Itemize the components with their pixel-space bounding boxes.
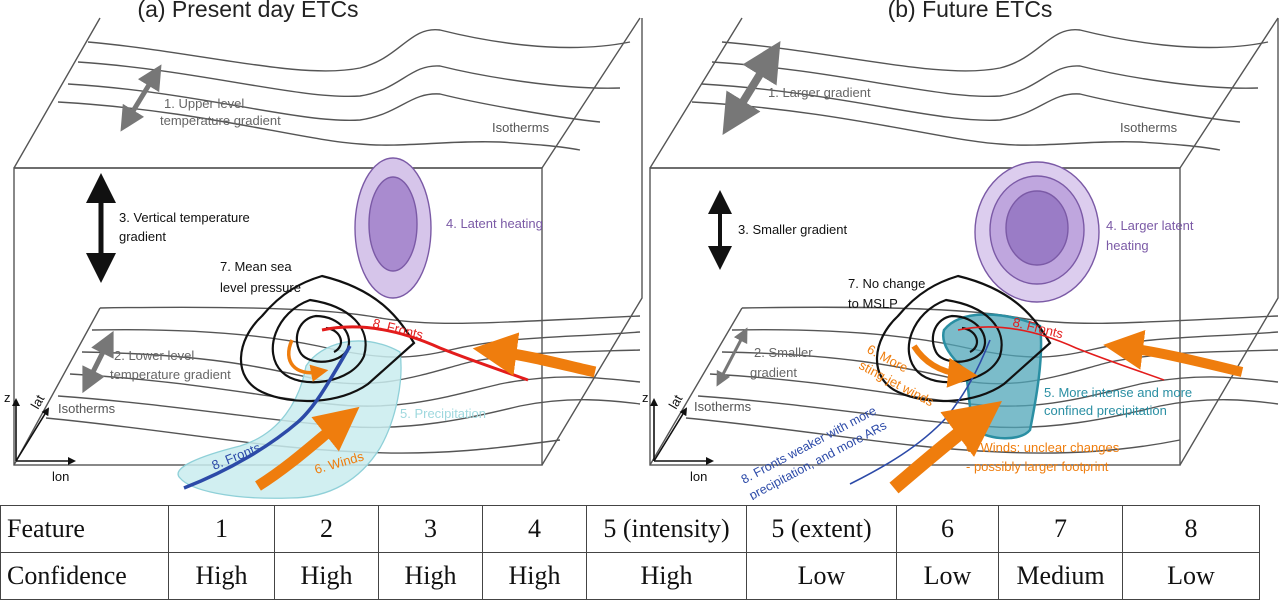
feature-cell: 5 (intensity) (586, 505, 747, 553)
isotherms-lower-label-b: Isotherms (694, 399, 752, 414)
upper-gradient-arrow-b (722, 40, 781, 136)
larger-latent-heating-blob (974, 161, 1100, 303)
f4-label: 4. Latent heating (446, 216, 543, 231)
confidence-cell: High (586, 552, 747, 600)
feature-cell: 1 (168, 505, 275, 553)
panel-a-title: (a) Present day ETCs (137, 0, 358, 22)
f1-label-b: 1. Larger gradient (768, 85, 871, 100)
isotherms-lower-label: Isotherms (58, 401, 116, 416)
f1-label-line1: 1. Upper level (164, 96, 244, 111)
lower-gradient-arrow (82, 330, 114, 394)
cold-front-blue (183, 345, 352, 490)
f7-label-b-line2: to MSLP (848, 296, 898, 311)
confidence-cell: Low (1122, 552, 1260, 600)
confidence-row: Confidence High High High High High Low … (0, 552, 1260, 600)
confidence-cell: High (482, 552, 587, 600)
etc-figure: (a) Present day ETCs 1. Upper level temp… (4, 0, 1279, 500)
jet-arrow-right-b (1103, 330, 1244, 377)
confidence-cell: High (378, 552, 483, 600)
confidence-row-label: Confidence (0, 552, 169, 600)
f6-winds-label-b-line2: - possibly larger footprint (966, 459, 1109, 474)
feature-cell: 7 (998, 505, 1123, 553)
axis-lon-label-a: lon (52, 469, 69, 484)
feature-cell: 4 (482, 505, 587, 553)
feature-cell: 6 (896, 505, 999, 553)
f7-label-line2: level pressure (220, 280, 301, 295)
f5-label-b-line2: confined precipitation (1044, 403, 1167, 418)
feature-cell: 3 (378, 505, 483, 553)
upper-gradient-arrow (120, 64, 162, 132)
f4-label-b-line1: 4. Larger latent (1106, 218, 1194, 233)
isotherms-upper-label-b: Isotherms (1120, 120, 1178, 135)
confidence-cell: Low (896, 552, 999, 600)
jet-arrow-right (472, 332, 597, 378)
upper-isotherms (13, 17, 641, 169)
feature-row-label: Feature (0, 505, 169, 553)
latent-heating-blob (354, 157, 432, 299)
feature-cell: 2 (274, 505, 379, 553)
conveyor-wind-arrow (255, 406, 360, 491)
f2-label-line1: 2. Lower level (114, 348, 194, 363)
axes-a (12, 398, 76, 465)
f2-label-b-line2: gradient (750, 365, 797, 380)
feature-cell: 5 (extent) (746, 505, 897, 553)
f7-label-b-line1: 7. No change (848, 276, 925, 291)
f3-label-line1: 3. Vertical temperature (119, 210, 250, 225)
f6-winds-label-b-line1: 6. Winds: unclear changes (966, 440, 1120, 455)
panel-b: (b) Future ETCs 1. Larger gradient Isoth… (642, 0, 1279, 500)
f7-label-line1: 7. Mean sea (220, 259, 292, 274)
f2-label-line2: temperature gradient (110, 367, 231, 382)
f1-label-line2: temperature gradient (160, 113, 281, 128)
lower-gradient-arrow-b (716, 327, 748, 387)
f5-label: 5. Precipitation (400, 406, 486, 421)
sting-jet-arrow (286, 339, 329, 382)
f4-label-b-line2: heating (1106, 238, 1149, 253)
f3-label-b: 3. Smaller gradient (738, 222, 847, 237)
axis-lon-label-b: lon (690, 469, 707, 484)
confidence-cell: High (168, 552, 275, 600)
isotherms-upper-label: Isotherms (492, 120, 550, 135)
confidence-cell: Medium (998, 552, 1123, 600)
axis-z-label-b: z (642, 390, 649, 405)
sting-jet-arrow-b (911, 344, 978, 388)
axes-b (650, 398, 714, 465)
panel-a: (a) Present day ETCs 1. Upper level temp… (4, 0, 643, 499)
confidence-cell: High (274, 552, 379, 600)
confidence-cell: Low (746, 552, 897, 600)
axis-z-label-a: z (4, 390, 11, 405)
conveyor-wind-arrow-b (889, 400, 1002, 494)
panel-b-title: (b) Future ETCs (888, 0, 1053, 22)
warm-front-red-b (957, 326, 1165, 381)
f3-label-line2: gradient (119, 229, 166, 244)
confidence-table: Feature 1 2 3 4 5 (intensity) 5 (extent)… (0, 505, 1260, 600)
f2-label-b-line1: 2. Smaller (754, 345, 813, 360)
feature-row: Feature 1 2 3 4 5 (intensity) 5 (extent)… (0, 505, 1260, 553)
f5-label-b-line1: 5. More intense and more (1044, 385, 1192, 400)
feature-cell: 8 (1122, 505, 1260, 553)
precipitation-area (177, 340, 402, 499)
